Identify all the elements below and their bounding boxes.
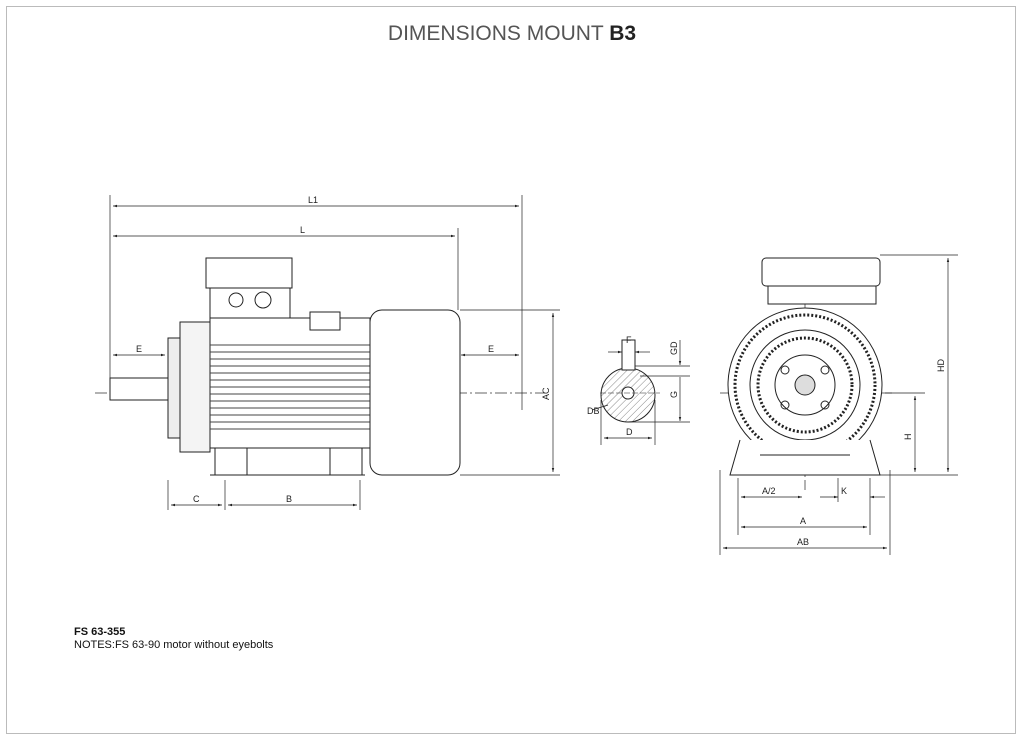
notes: FS 63-355 NOTES:FS 63-90 motor without e… (74, 626, 273, 652)
notes-text: NOTES:FS 63-90 motor without eyebolts (74, 639, 274, 651)
dim-DB: DB (587, 406, 600, 416)
dim-AB: AB (797, 537, 809, 547)
dim-H: H (903, 434, 913, 441)
dim-E-left: E (136, 344, 142, 354)
dim-B: B (286, 494, 292, 504)
dim-AC: AC (541, 387, 551, 400)
series-label: FS 63-355 (74, 626, 126, 638)
dim-L1: L1 (308, 195, 318, 205)
dim-A: A (800, 516, 806, 526)
dim-C: C (193, 494, 200, 504)
drawing-frame (6, 6, 1016, 734)
dim-F: F (626, 335, 632, 345)
dim-L: L (300, 225, 305, 235)
page-title: DIMENSIONS MOUNT B3 (387, 22, 637, 45)
cooling-fins (210, 344, 370, 430)
dim-D: D (626, 427, 633, 437)
dim-G: G (669, 391, 679, 398)
side-view (95, 257, 545, 476)
dim-A-half: A/2 (762, 486, 776, 496)
shaft-section (591, 339, 690, 445)
dim-GD: GD (669, 341, 679, 355)
front-view (720, 257, 895, 490)
dim-E-right: E (488, 344, 494, 354)
dim-HD: HD (936, 359, 946, 372)
dim-K: K (841, 486, 847, 496)
